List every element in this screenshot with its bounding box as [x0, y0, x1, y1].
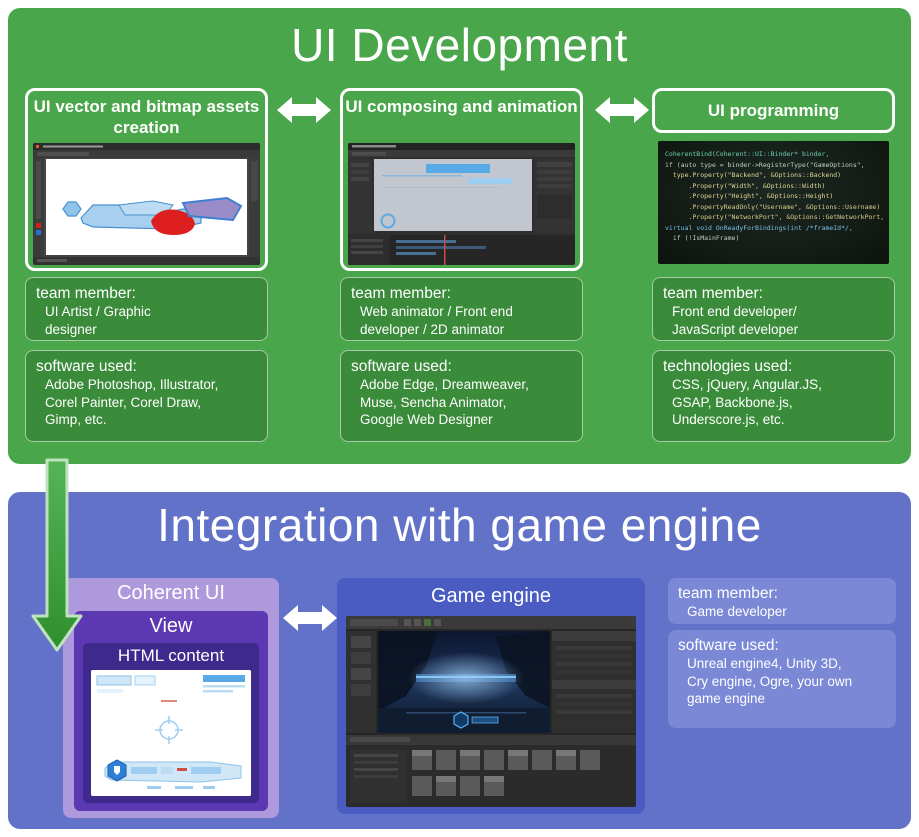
assets-team-box: team member: UI Artist / Graphic designe… — [25, 277, 268, 341]
composing-animation-title: UI composing and animation — [345, 97, 578, 116]
integration-panel: Integration with game engine Coherent UI… — [8, 492, 911, 829]
technologies-used-value: CSS, jQuery, Angular.JS, GSAP, Backbone.… — [672, 377, 822, 428]
html-content-label: HTML content — [117, 646, 225, 665]
technologies-used-label: technologies used: — [663, 358, 793, 375]
code-line: if (auto type = binder->RegisterType("Ga… — [665, 160, 865, 169]
composing-team-box: team member: Web animator / Front end de… — [340, 277, 583, 341]
double-arrow-icon — [283, 605, 337, 631]
software-used-value: Adobe Edge, Dreamweaver, Muse, Sencha An… — [360, 377, 529, 428]
game-engine-image — [346, 616, 636, 807]
html-content-box: HTML content — [83, 643, 259, 803]
code-line: virtual void OnReadyForBindings(int /*fr… — [665, 223, 853, 232]
software-used-value: Unreal engine4, Unity 3D, Cry engine, Og… — [687, 656, 853, 707]
programming-technologies-box: technologies used: CSS, jQuery, Angular.… — [652, 350, 895, 442]
ui-programming-title: UI programming — [707, 100, 840, 120]
vector-editor-screenshot — [33, 143, 260, 265]
team-member-value: Game developer — [687, 604, 787, 620]
animation-tool-screenshot — [348, 143, 575, 265]
coherent-ui-box: Coherent UI View HTML content — [63, 578, 279, 818]
composing-software-box: software used: Adobe Edge, Dreamweaver, … — [340, 350, 583, 442]
team-member-value: Web animator / Front end developer / 2D … — [360, 304, 513, 337]
integration-team-box: team member: Game developer — [668, 578, 896, 624]
composing-animation-frame: UI composing and animation — [340, 88, 583, 271]
code-screenshot: CoherentBind(Coherent::UI::Binder* binde… — [658, 141, 889, 264]
code-line: .Property("Height", &Options::Height) — [665, 192, 834, 200]
game-engine-label: Game engine — [430, 585, 552, 607]
team-member-label: team member: — [663, 285, 763, 302]
integration-software-box: software used: Unreal engine4, Unity 3D,… — [668, 630, 896, 728]
programming-team-box: team member: Front end developer/ JavaSc… — [652, 277, 895, 341]
code-line: CoherentBind(Coherent::UI::Binder* binde… — [665, 150, 830, 158]
view-box: View HTML content — [74, 611, 268, 811]
double-arrow-icon — [595, 97, 649, 123]
team-member-label: team member: — [36, 285, 136, 302]
ui-development-panel: UI Development UI vector and bitmap asse… — [8, 8, 911, 464]
game-engine-box: Game engine — [337, 578, 645, 814]
assets-creation-frame: UI vector and bitmap assets creation — [25, 88, 268, 271]
code-line: .Property("Width", &Options::Width) — [665, 181, 826, 190]
assets-software-box: software used: Adobe Photoshop, Illustra… — [25, 350, 268, 442]
code-line: .PropertyReadOnly("Username", &Options::… — [665, 202, 881, 211]
assets-creation-title: UI vector and bitmap assets creation — [33, 97, 260, 138]
view-label: View — [149, 615, 193, 637]
vector-editor-image — [33, 143, 260, 265]
software-used-label: software used: — [36, 358, 137, 375]
down-arrow-icon — [31, 458, 83, 652]
code-line: if (!IsMainFrame) — [665, 234, 740, 242]
ui-development-title: UI Development — [291, 19, 628, 71]
code-line: type.Property("Backend", &Options::Backe… — [665, 171, 842, 179]
coherent-ui-label: Coherent UI — [117, 582, 225, 604]
software-used-label: software used: — [351, 358, 452, 375]
code-line: .Property("NetworkPort", &Options::GetNe… — [665, 213, 885, 221]
html-content-screenshot — [91, 670, 251, 796]
team-member-value: UI Artist / Graphic designer — [45, 304, 151, 337]
team-member-value: Front end developer/ JavaScript develope… — [672, 304, 799, 337]
animation-tool-image — [348, 143, 575, 265]
html-mockup-image — [91, 670, 251, 796]
team-member-label: team member: — [351, 285, 451, 302]
game-engine-screenshot — [346, 616, 636, 807]
double-arrow-icon — [277, 97, 331, 123]
software-used-value: Adobe Photoshop, Illustrator, Corel Pain… — [45, 377, 219, 428]
team-member-label: team member: — [678, 585, 778, 602]
software-used-label: software used: — [678, 637, 779, 654]
ui-programming-titlebox: UI programming — [652, 88, 895, 133]
integration-title: Integration with game engine — [157, 499, 762, 551]
